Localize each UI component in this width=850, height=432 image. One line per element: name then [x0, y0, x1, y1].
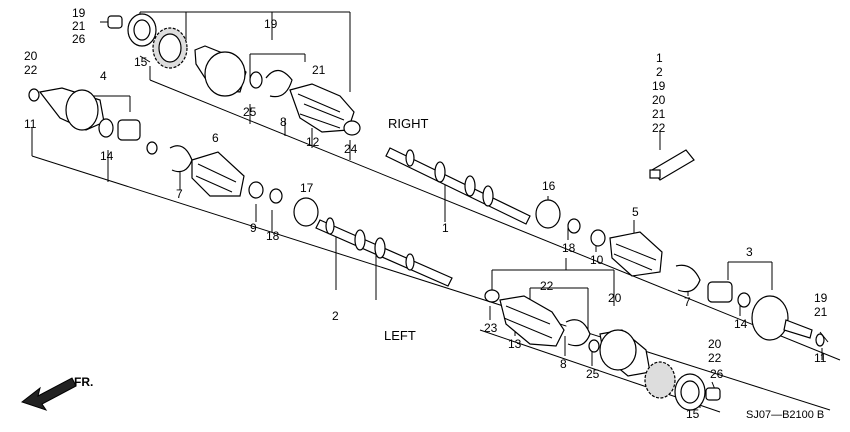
callout-2: 2: [332, 309, 339, 323]
callout-20-bottom: 20: [608, 291, 622, 305]
callout-26-br: 26: [710, 367, 724, 381]
grease-tube-part: [649, 149, 695, 181]
right-shaft-part: [385, 147, 531, 225]
callout-22: 22: [24, 63, 38, 77]
callout-6: 6: [212, 131, 219, 145]
spider-joint-part: [707, 281, 733, 303]
callout-18-right: 18: [562, 241, 576, 255]
callout-8: 8: [280, 115, 287, 129]
left-shaft-part: [315, 217, 453, 287]
callout-22-bottom: 22: [540, 279, 554, 293]
callout-11-right: 11: [814, 351, 827, 365]
left-section-label: LEFT: [384, 328, 416, 343]
callout-12: 12: [306, 135, 320, 149]
callout-21-top: 21: [312, 63, 326, 77]
grease-ref-19: 19: [652, 79, 666, 93]
callout-20: 20: [24, 49, 38, 63]
callout-19: 19: [72, 6, 86, 20]
callout-25: 25: [243, 105, 257, 119]
callout-11: 11: [24, 117, 37, 131]
callout-20-br: 20: [708, 337, 722, 351]
callout-15: 15: [134, 55, 148, 69]
grease-ref-20: 20: [652, 93, 666, 107]
right-driveshaft-assembly: [107, 13, 825, 347]
front-direction-arrow-icon: [20, 377, 77, 411]
callout-5: 5: [632, 205, 639, 219]
spider-left-part: [117, 119, 141, 141]
band-clip-part: [265, 69, 293, 98]
boot-band-right-part: [567, 218, 581, 234]
callout-3: 3: [746, 245, 753, 259]
callout-19-top: 19: [264, 17, 278, 31]
leader-lines: [31, 11, 841, 413]
nut-part: [705, 387, 721, 401]
callout-17: 17: [300, 181, 314, 195]
callout-1: 1: [442, 221, 449, 235]
boot-band-left-part: [484, 289, 500, 303]
callout-25-bottom: 25: [586, 367, 600, 381]
grease-ref-22: 22: [652, 121, 666, 135]
callout-9: 9: [250, 221, 257, 235]
front-direction-label: FR.: [74, 375, 93, 389]
callout-7: 7: [176, 187, 183, 201]
callout-21-right: 21: [814, 305, 828, 319]
callout-16: 16: [542, 179, 556, 193]
callout-10: 10: [590, 253, 604, 267]
callout-14-right: 14: [734, 317, 748, 331]
callout-7-right: 7: [684, 295, 691, 309]
callout-19-right: 19: [814, 291, 828, 305]
dynamic-damper-left-part: [293, 197, 319, 227]
callout-26: 26: [72, 32, 86, 46]
callout-4: 4: [100, 69, 107, 83]
boot-band-large-part: [590, 229, 606, 247]
left-driveshaft-assembly: [28, 87, 721, 411]
grease-ref-21: 21: [652, 107, 666, 121]
circlip-left-part: [169, 145, 193, 173]
callout-8-bottom: 8: [560, 357, 567, 371]
grease-ref-2: 2: [656, 65, 663, 79]
callout-23: 23: [484, 321, 498, 335]
callout-numbers: 19 21 26 20 22 11 4 14 7 6 9 18 17 2 19 …: [24, 6, 828, 421]
inboard-joint-part: [751, 295, 789, 341]
right-section-label: RIGHT: [388, 116, 429, 131]
circlip-part: [675, 264, 701, 293]
set-ring-left-part: [28, 88, 40, 102]
diagram-code: SJ07—B2100 B: [746, 409, 824, 421]
callout-13: 13: [508, 337, 522, 351]
boot-band-small-part: [343, 120, 361, 136]
dynamic-damper-part: [535, 199, 561, 229]
callout-18: 18: [266, 229, 280, 243]
inboard-boot-part: [609, 231, 663, 277]
band-clip-left-part: [565, 319, 591, 347]
grease-ref-1: 1: [656, 51, 663, 65]
callout-22-br: 22: [708, 351, 722, 365]
callout-14: 14: [100, 149, 114, 163]
callout-21: 21: [72, 19, 86, 33]
callout-15-bottom: 15: [686, 407, 700, 421]
set-ring-part: [107, 15, 123, 29]
boot-band-part: [249, 71, 263, 89]
pulser-ring-left-part: [644, 361, 676, 399]
outboard-boot-left-part: [499, 295, 565, 347]
callout-24: 24: [344, 142, 358, 156]
grease-kit-callouts: 1 2 19 20 21 22: [652, 51, 666, 135]
